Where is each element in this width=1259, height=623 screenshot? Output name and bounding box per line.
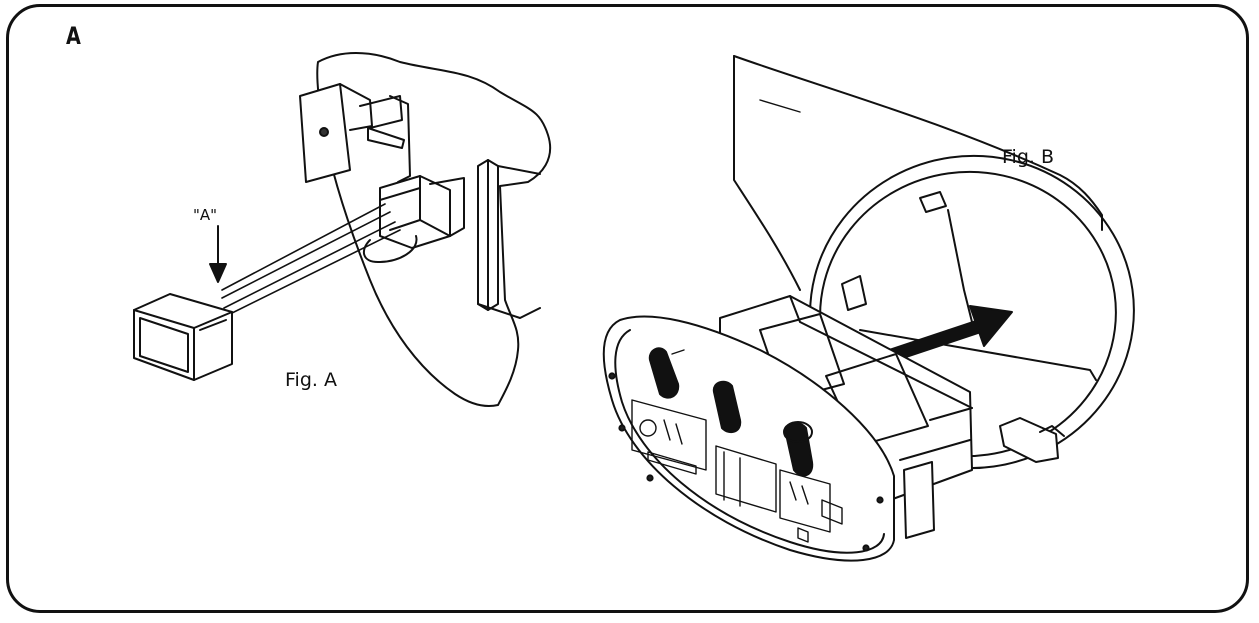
fig-b-label: Fig. B [1002,146,1054,168]
panel-letter: A [66,22,81,50]
fig-a-label: Fig. A [285,369,337,391]
fig-b-knob-3 [783,421,814,477]
fig-b-knob-2 [712,380,742,434]
fig-a-mounting-bracket [299,83,411,183]
fig-b-clips [841,191,1065,463]
fig-a-arrow [209,225,227,283]
fig-a-marker-label: "A" [193,206,218,224]
fig-b-insert-arrow [887,305,1013,363]
panel-frame [6,4,1249,613]
fig-a-plug [133,293,233,381]
fig-a-channel [477,159,541,319]
fig-b-knob-1 [648,347,685,399]
fig-b-panel-details [631,399,843,543]
fig-a-wall-connector [362,175,465,263]
fig-a-wires [221,203,401,317]
